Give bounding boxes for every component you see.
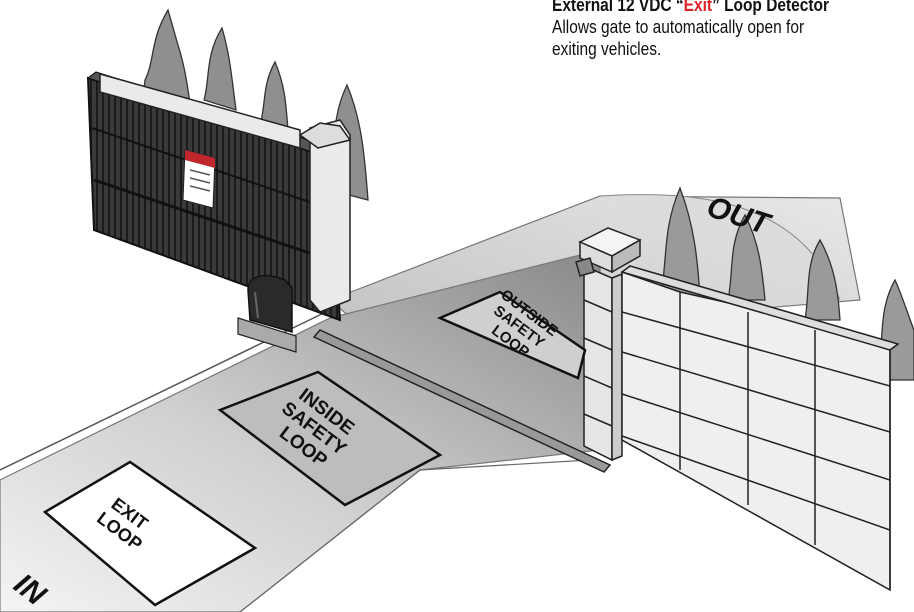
gate-warning-sign bbox=[183, 150, 215, 208]
gate-operator bbox=[238, 276, 296, 352]
